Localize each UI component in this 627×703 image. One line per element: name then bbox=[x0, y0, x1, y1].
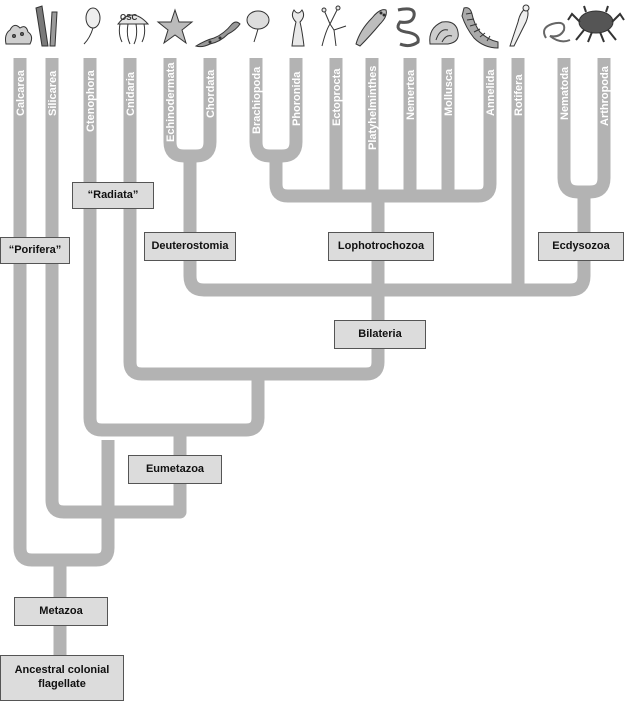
bryozoan-icon bbox=[321, 5, 347, 47]
tube-sponge-icon bbox=[35, 5, 58, 47]
branch-chordata bbox=[189, 58, 217, 163]
taxon-label: Arthropoda bbox=[599, 65, 611, 126]
ribbon-worm-icon bbox=[396, 7, 420, 48]
roundworm-icon bbox=[543, 21, 571, 43]
flatworm-icon bbox=[355, 9, 387, 47]
taxon-label: Silicarea bbox=[47, 70, 59, 116]
branch-ctenophora bbox=[83, 58, 180, 437]
branch-nematoda bbox=[557, 58, 585, 199]
phoronid-icon bbox=[291, 9, 305, 47]
taxon-label: Phoronida bbox=[291, 71, 303, 126]
taxon-label: Ctenophora bbox=[85, 69, 97, 132]
taxon-label: Rotifera bbox=[513, 74, 525, 116]
node-deuterostomia: Deuterostomia bbox=[144, 232, 236, 261]
branch-ecdysozoa-stem bbox=[378, 192, 591, 297]
taxon-label: Annelida bbox=[485, 69, 497, 116]
sponge-icon bbox=[5, 24, 33, 45]
node-bilateria: Bilateria bbox=[334, 320, 426, 349]
branch-bilateria-stem bbox=[258, 290, 385, 381]
node-ancestor: Ancestral colonial flagellate bbox=[0, 655, 124, 701]
taxon-label: Mollusca bbox=[443, 68, 455, 116]
taxon-labels: Calcarea Silicarea Ctenophora Cnidaria E… bbox=[15, 62, 611, 150]
node-lophotrochozoa: Lophotrochozoa bbox=[328, 232, 434, 261]
taxon-label: Calcarea bbox=[15, 69, 27, 116]
node-ecdysozoa: Ecdysozoa bbox=[538, 232, 624, 261]
rotifer-icon bbox=[509, 4, 530, 47]
crab-icon bbox=[567, 5, 625, 43]
comb-jelly-icon bbox=[83, 7, 101, 45]
branch-cnidaria-bilateria-node bbox=[180, 374, 265, 437]
segmented-worm-icon bbox=[461, 7, 499, 49]
branch-echinodermata bbox=[163, 58, 191, 163]
taxon-label: Cnidaria bbox=[125, 71, 137, 116]
branch-calcarea bbox=[13, 58, 60, 567]
jellyfish-icon: OSC bbox=[116, 13, 150, 45]
branch-cnidaria bbox=[123, 58, 258, 381]
taxon-label: Ectoprocta bbox=[331, 68, 343, 126]
node-eumetazoa: Eumetazoa bbox=[128, 455, 222, 484]
organism-icons: OSC bbox=[5, 4, 625, 49]
svg-text:OSC: OSC bbox=[120, 13, 138, 22]
branch-lopho-base bbox=[269, 58, 497, 203]
taxon-label: Nematoda bbox=[559, 66, 571, 120]
taxon-label: Platyhelminthes bbox=[367, 66, 379, 150]
branch-phoronida bbox=[275, 58, 303, 163]
branch-eumetazoa-stem bbox=[60, 440, 115, 567]
lizard-icon bbox=[194, 21, 241, 48]
branch-arthropoda bbox=[583, 58, 611, 199]
branch-silicarea bbox=[45, 58, 108, 519]
tree-branches bbox=[13, 58, 611, 655]
taxon-label: Chordata bbox=[205, 69, 217, 118]
lamp-shell-icon bbox=[246, 10, 270, 43]
branch-deuterostomia-stem bbox=[183, 156, 378, 297]
node-porifera: “Porifera” bbox=[0, 237, 70, 264]
node-radiata: “Radiata” bbox=[72, 182, 154, 209]
taxon-label: Nemertea bbox=[405, 69, 417, 120]
starfish-icon bbox=[156, 8, 194, 45]
snail-icon bbox=[429, 21, 459, 45]
taxon-label: Echinodermata bbox=[165, 62, 177, 142]
taxon-label: Brachiopoda bbox=[251, 66, 263, 134]
branch-brachiopoda bbox=[249, 58, 277, 163]
node-metazoa: Metazoa bbox=[14, 597, 108, 626]
